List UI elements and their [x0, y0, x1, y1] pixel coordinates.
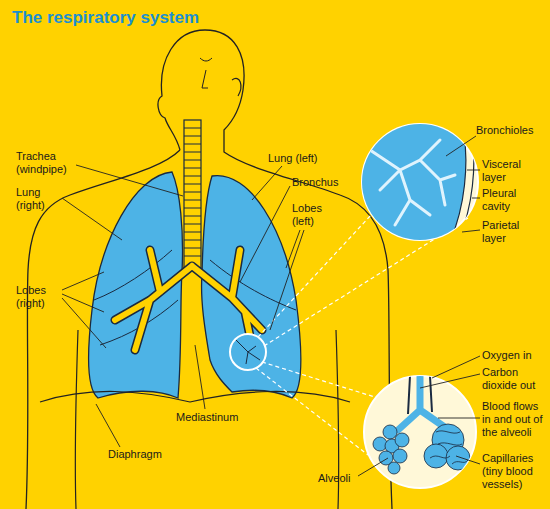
part-label: Blood flows in and out of the alveoli [482, 400, 546, 440]
part-label: Lung (left) [268, 152, 318, 165]
arm-line [75, 330, 78, 509]
visceral-layer [446, 120, 466, 250]
bronchioles [370, 140, 455, 225]
part-label: Lobes (right) [16, 284, 62, 310]
part-label: Diaphragm [108, 448, 162, 461]
zoom-line [256, 214, 468, 455]
lobe-fissure [94, 250, 178, 345]
diaphragm [40, 391, 350, 402]
leader-line [62, 136, 480, 476]
part-label: Lung (right) [16, 186, 62, 212]
blood-vessel [408, 376, 432, 414]
part-label: Pleural cavity [482, 187, 544, 213]
lung-tissue [355, 120, 466, 250]
part-label: Visceral layer [482, 158, 544, 184]
face [200, 58, 212, 88]
part-label: Bronchus [292, 176, 338, 189]
part-label: Alveoli [318, 472, 350, 485]
magnified-spot [230, 334, 266, 370]
alveoli-cluster [373, 424, 470, 474]
capillaries [430, 431, 468, 464]
part-label: Mediastinum [176, 411, 238, 424]
trachea [184, 120, 201, 268]
bronchioles-small [236, 340, 260, 364]
part-label: Parietal layer [482, 219, 544, 245]
ear [232, 78, 241, 96]
part-label: Carbon dioxide out [482, 366, 544, 392]
part-label: Bronchioles [476, 124, 533, 137]
part-label: Oxygen in [482, 349, 532, 362]
diagram-title: The respiratory system [12, 8, 199, 28]
trachea-rings [184, 128, 201, 256]
part-label: Trachea (windpipe) [16, 150, 78, 176]
zoom-circle [364, 376, 476, 488]
airway [398, 376, 446, 430]
part-label: Lobes (left) [292, 202, 332, 228]
part-label: Capillaries (tiny blood vessels) [482, 452, 546, 492]
